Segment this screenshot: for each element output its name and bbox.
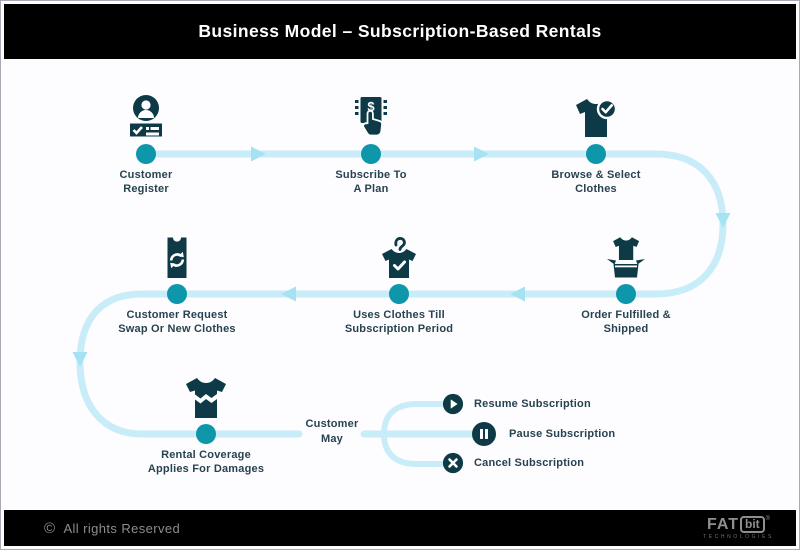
- order-fulfilled-icon: [602, 234, 650, 282]
- logo-text-fat: FAT: [706, 515, 739, 533]
- arrow-down-right-curve: [715, 213, 731, 228]
- customer-register-icon: [122, 94, 170, 142]
- flow-node-dot: [586, 144, 606, 164]
- step-label: Order Fulfilled & Shipped: [581, 309, 671, 335]
- cancel-icon: [442, 452, 464, 474]
- hanger-clothes-icon: [375, 234, 423, 282]
- page-title: Business Model – Subscription-Based Rent…: [198, 21, 602, 41]
- svg-text:$: $: [367, 99, 375, 114]
- customer-may-label: Customer May: [305, 418, 359, 445]
- step-label: Uses Clothes Till Subscription Period: [344, 309, 454, 335]
- subscribe-plan-icon: $: [347, 94, 395, 142]
- flow-node-dot: [136, 144, 156, 164]
- copyright-notice: © All rights Reserved: [44, 521, 180, 536]
- logo-subtitle: TECHNOLOGIES: [703, 534, 774, 540]
- flow-node-dot: [361, 144, 381, 164]
- footer-bar: © All rights Reserved FAT bit ® TECHNOLO…: [4, 510, 796, 546]
- arrow-left-1: [510, 286, 525, 302]
- browse-select-clothes-icon: [572, 94, 620, 142]
- pause-icon: [471, 421, 497, 447]
- step-label: Subscribe To A Plan: [335, 169, 407, 195]
- step-label: Rental Coverage Applies For Damages: [147, 449, 265, 475]
- flow-node-dot: [616, 284, 636, 304]
- fatbit-logo: FAT bit ® TECHNOLOGIES: [703, 516, 774, 540]
- copyright-text: All rights Reserved: [63, 520, 181, 536]
- arrow-down-left-curve: [72, 352, 88, 367]
- step-label: Customer Register: [119, 169, 173, 195]
- arrow-right-2: [474, 146, 489, 162]
- swap-clothes-icon: [153, 234, 201, 282]
- torn-shirt-icon: [182, 374, 230, 422]
- resume-subscription-label: Resume Subscription: [474, 398, 591, 410]
- title-bar: Business Model – Subscription-Based Rent…: [4, 4, 796, 59]
- play-icon: [442, 393, 464, 415]
- flow-node-dot: [167, 284, 187, 304]
- step-label: Browse & Select Clothes: [551, 169, 641, 195]
- logo-registered-mark: ®: [765, 516, 771, 522]
- pause-subscription-label: Pause Subscription: [509, 428, 616, 440]
- flow-fork-bracket: [380, 401, 445, 467]
- cancel-subscription-label: Cancel Subscription: [474, 457, 585, 469]
- step-label: Customer Request Swap Or New Clothes: [118, 309, 236, 335]
- flow-node-dot: [389, 284, 409, 304]
- copyright-icon: ©: [44, 519, 56, 537]
- arrow-right-1: [251, 146, 266, 162]
- logo-text-bit: bit: [740, 516, 765, 533]
- arrow-left-2: [281, 286, 296, 302]
- flow-node-dot: [196, 424, 216, 444]
